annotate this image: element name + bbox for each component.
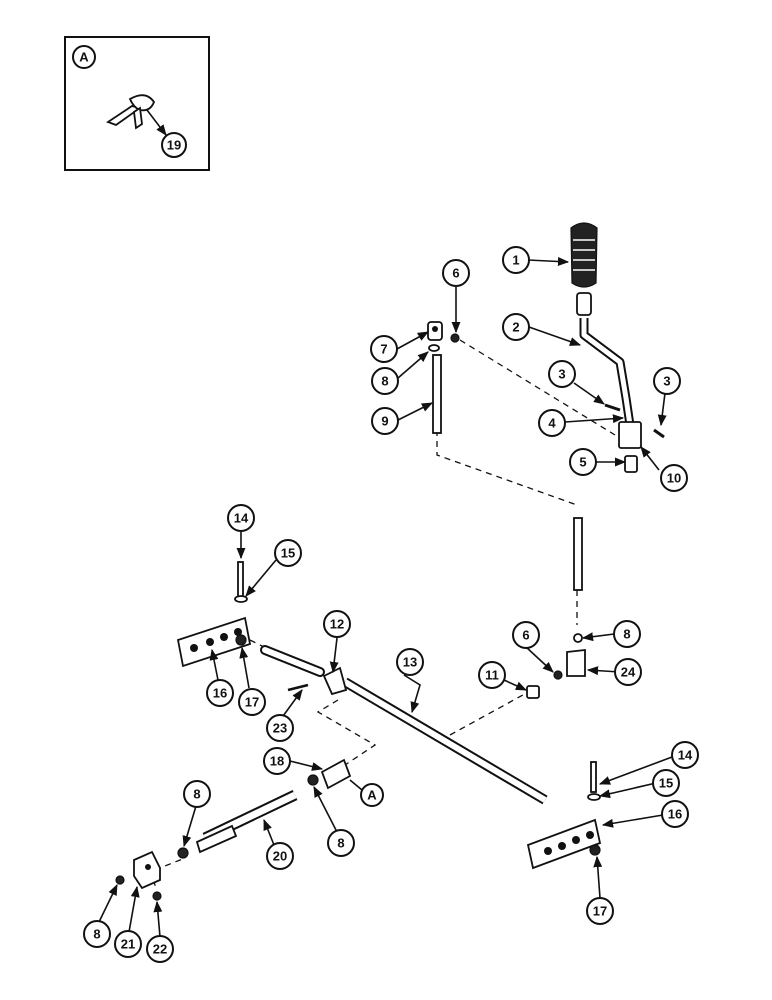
svg-text:7: 7 <box>380 342 387 357</box>
svg-text:14: 14 <box>678 748 693 763</box>
callout-7: 7 <box>370 335 398 363</box>
callout-17-right: 17 <box>586 897 614 925</box>
svg-text:8: 8 <box>337 836 344 851</box>
callout-3-right: 3 <box>653 367 681 395</box>
callout-1: 1 <box>502 246 530 274</box>
callout-12: 12 <box>323 610 351 638</box>
svg-text:A: A <box>79 50 89 65</box>
callout-22: 22 <box>146 935 174 963</box>
svg-text:22: 22 <box>153 942 167 957</box>
svg-text:8: 8 <box>381 374 388 389</box>
svg-text:5: 5 <box>579 455 586 470</box>
svg-text:18: 18 <box>270 754 284 769</box>
svg-text:17: 17 <box>593 904 607 919</box>
svg-text:17: 17 <box>245 695 259 710</box>
svg-text:9: 9 <box>381 414 388 429</box>
svg-text:10: 10 <box>667 471 681 486</box>
svg-text:21: 21 <box>121 937 135 952</box>
svg-text:16: 16 <box>213 686 227 701</box>
svg-text:13: 13 <box>403 655 417 670</box>
svg-text:12: 12 <box>330 617 344 632</box>
callout-5: 5 <box>569 448 597 476</box>
callout-8-mid: 8 <box>183 780 211 808</box>
svg-text:2: 2 <box>512 320 519 335</box>
callout-21: 21 <box>114 930 142 958</box>
left-mount-bar <box>176 561 252 668</box>
callout-10: 10 <box>660 464 688 492</box>
detail-a-inset: A 19 <box>64 36 210 171</box>
callout-6: 6 <box>442 259 470 287</box>
right-fittings <box>526 633 586 699</box>
callout-17: 17 <box>238 688 266 716</box>
callout-3: 3 <box>548 360 576 388</box>
section-ref-a: A <box>360 783 384 807</box>
callout-24: 24 <box>614 658 642 686</box>
svg-text:8: 8 <box>93 927 100 942</box>
callout-2: 2 <box>502 313 530 341</box>
upper-rod-assembly <box>427 321 460 434</box>
svg-text:19: 19 <box>167 138 181 153</box>
svg-text:3: 3 <box>663 374 670 389</box>
clip-pin-part <box>106 94 156 130</box>
lever-grip <box>570 222 598 288</box>
main-shaft <box>260 645 548 805</box>
svg-text:15: 15 <box>281 546 295 561</box>
svg-text:24: 24 <box>621 665 636 680</box>
svg-text:14: 14 <box>234 511 249 526</box>
svg-text:6: 6 <box>522 628 529 643</box>
shift-lever-assembly <box>570 222 665 473</box>
svg-text:8: 8 <box>623 627 630 642</box>
callout-14: 14 <box>227 504 255 532</box>
svg-text:15: 15 <box>659 776 673 791</box>
callout-23: 23 <box>266 714 294 742</box>
svg-text:4: 4 <box>548 416 556 431</box>
callout-11: 11 <box>478 661 506 689</box>
callout-6-lower: 6 <box>512 621 540 649</box>
callout-9: 9 <box>371 407 399 435</box>
callout-18: 18 <box>263 747 291 775</box>
callout-8-bottom: 8 <box>83 920 111 948</box>
callout-16: 16 <box>206 679 234 707</box>
leader-lines <box>98 257 673 938</box>
callout-19: 19 <box>161 132 187 158</box>
svg-text:20: 20 <box>273 849 287 864</box>
svg-text:6: 6 <box>452 266 459 281</box>
svg-text:8: 8 <box>193 787 200 802</box>
callout-13: 13 <box>396 648 424 676</box>
svg-text:3: 3 <box>558 367 565 382</box>
view-a-label: A <box>72 45 96 69</box>
callout-8-right: 8 <box>613 620 641 648</box>
right-mount-bar <box>526 761 602 870</box>
svg-text:1: 1 <box>512 253 519 268</box>
callout-20: 20 <box>266 842 294 870</box>
svg-text:A: A <box>367 788 377 803</box>
callout-15-right: 15 <box>652 769 680 797</box>
lower-linkage <box>115 758 352 901</box>
callout-4: 4 <box>538 409 566 437</box>
callout-15: 15 <box>274 539 302 567</box>
svg-text:16: 16 <box>668 807 682 822</box>
callout-14-right: 14 <box>671 741 699 769</box>
callout-8-lower: 8 <box>327 829 355 857</box>
connecting-rod <box>573 517 583 591</box>
svg-text:23: 23 <box>273 721 287 736</box>
callout-8: 8 <box>371 367 399 395</box>
callout-16-right: 16 <box>661 800 689 828</box>
svg-text:11: 11 <box>485 668 499 683</box>
